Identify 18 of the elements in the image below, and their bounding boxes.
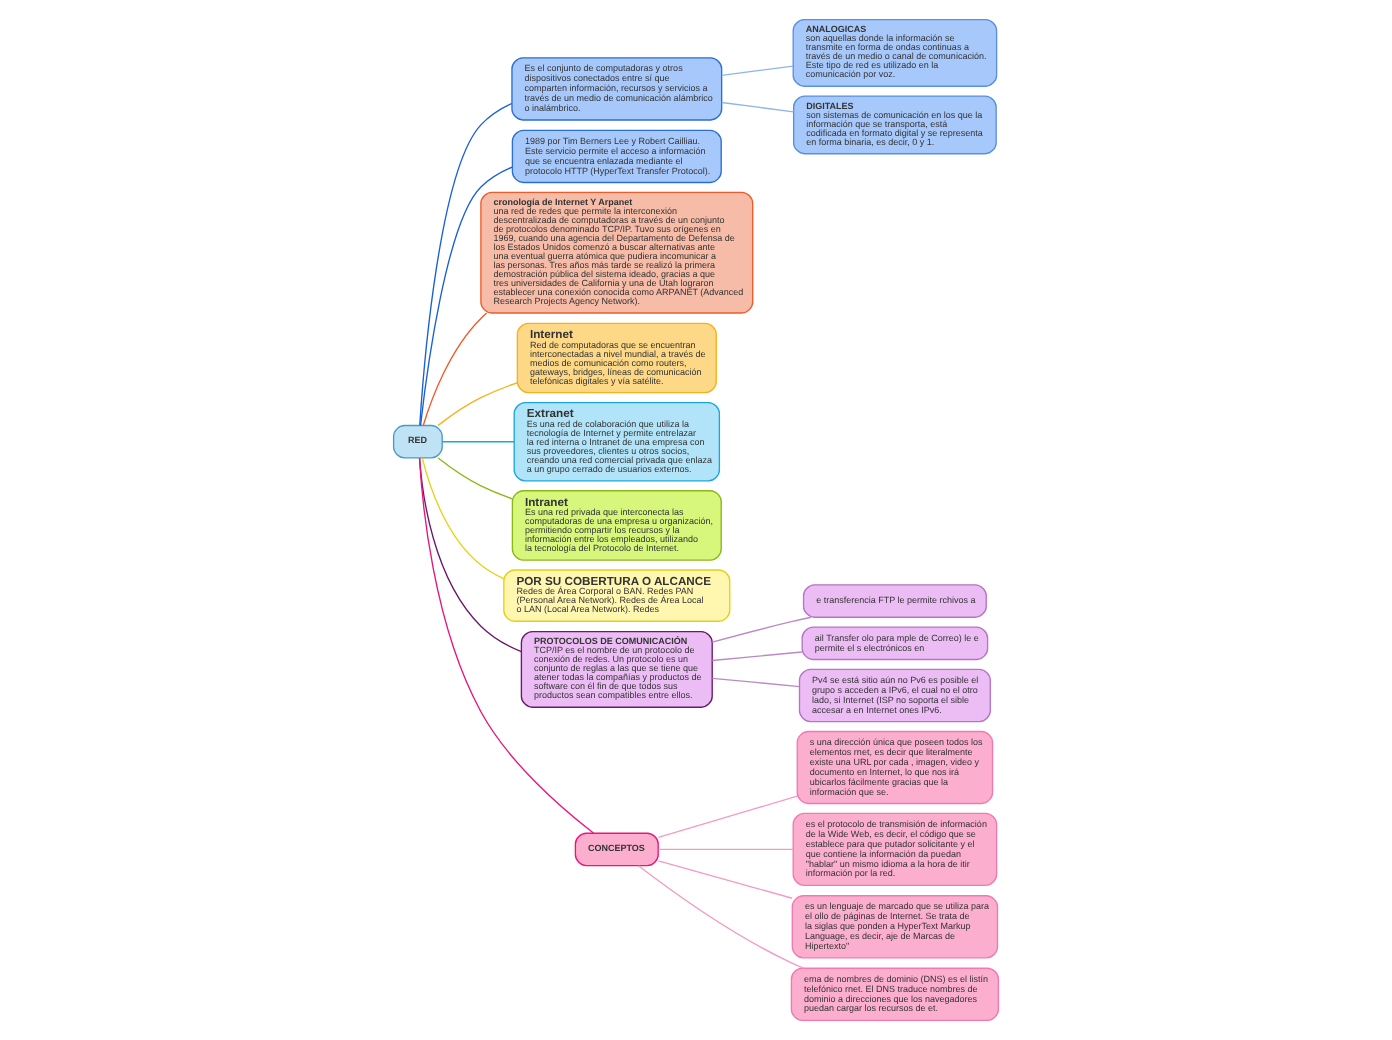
connector <box>721 101 795 113</box>
connector <box>422 312 488 426</box>
connector <box>637 865 805 969</box>
connector <box>711 677 801 688</box>
connector <box>418 457 595 834</box>
connector <box>657 848 794 851</box>
connector <box>419 166 513 427</box>
connector <box>711 651 803 662</box>
connector <box>421 457 505 580</box>
connector <box>437 457 513 500</box>
connector <box>441 441 515 443</box>
connector <box>657 795 798 838</box>
connector <box>418 457 522 653</box>
connector <box>437 382 518 427</box>
connector <box>657 860 793 899</box>
connector <box>419 102 513 427</box>
connector <box>711 616 812 643</box>
connector <box>721 65 794 76</box>
